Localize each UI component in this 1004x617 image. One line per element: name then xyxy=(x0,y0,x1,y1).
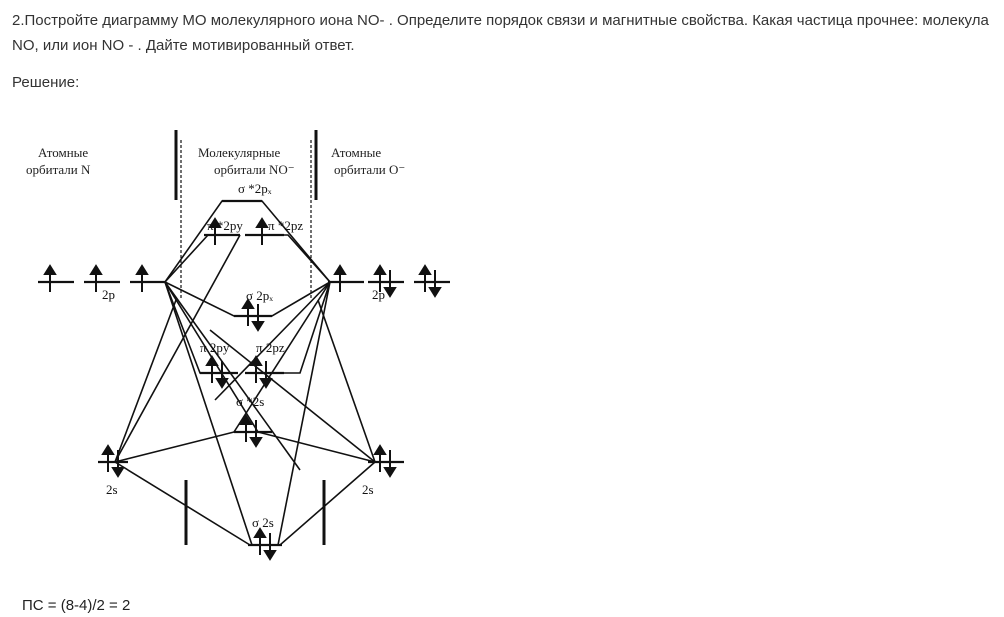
label-2s-right: 2s xyxy=(362,482,374,497)
label-sigma-star-2px: σ *2pₓ xyxy=(238,181,272,196)
center-header-2: орбитали NO⁻ xyxy=(214,162,295,177)
label-pi-star-2py: π *2py xyxy=(207,218,243,233)
bond-order-formula: ПС = (8-4)/2 = 2 xyxy=(22,597,131,614)
label-sigma-2px: σ 2pₓ xyxy=(246,288,273,303)
label-sigma-2s: σ 2s xyxy=(252,515,274,530)
right-header-1: Атомные xyxy=(331,145,381,160)
label-2p-left: 2p xyxy=(102,287,115,302)
left-header-2: орбитали N xyxy=(26,162,91,177)
label-pi-star-2pz: π *2pz xyxy=(268,218,303,233)
label-pi-2py: π 2py xyxy=(200,340,230,355)
label-2s-left: 2s xyxy=(106,482,118,497)
label-2p-right: 2p xyxy=(372,287,385,302)
right-header-2: орбитали O⁻ xyxy=(334,162,405,177)
left-header-1: Атомные xyxy=(38,145,88,160)
question-text: 2.Постройте диаграмму МО молекулярного и… xyxy=(12,12,989,54)
label-sigma-star-2s: σ *2s xyxy=(236,394,264,409)
center-header-1: Молекулярные xyxy=(198,145,281,160)
solution-label: Решение: xyxy=(12,74,80,91)
label-pi-2pz: π 2pz xyxy=(256,340,285,355)
